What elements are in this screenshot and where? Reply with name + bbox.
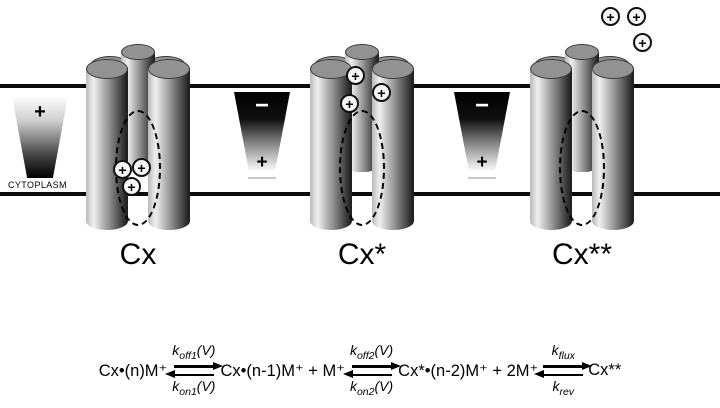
cation-icon: +	[601, 7, 620, 26]
rate-suffix: (V)	[374, 341, 394, 358]
cation-icon: +	[372, 83, 391, 102]
cation-icon: +	[627, 7, 646, 26]
rate-constant-label: kon1(V)	[172, 377, 216, 398]
reverse-arrow-icon	[534, 369, 584, 380]
scheme-term: Cx•(n)M⁺	[98, 361, 168, 380]
cation-icon: +	[346, 66, 365, 85]
forward-arrow-icon	[351, 361, 401, 371]
subunit-cap	[345, 44, 379, 60]
state-label-cx-double-star: Cx**	[551, 238, 612, 271]
reverse-arrow-icon	[164, 369, 214, 380]
voltage-gradient-left: +	[12, 96, 68, 178]
minus-sign: −	[474, 92, 489, 119]
equilibrium-arrows-2: koff2(V) kon2(V)	[342, 341, 401, 398]
pore-outline	[559, 110, 605, 226]
subunit-cap	[592, 59, 634, 79]
rate-suffix: (V)	[374, 377, 394, 394]
connexon-channel-cx	[86, 44, 190, 232]
rate-subscript: on2	[356, 385, 375, 398]
kinetic-scheme: Cx•(n)M⁺ koff1(V) kon1(V) Cx•(n-1)M⁺ + M…	[0, 333, 720, 408]
forward-arrow-icon	[173, 361, 223, 371]
subunit-cap	[86, 59, 128, 79]
minus-sign: −	[254, 92, 269, 119]
state-label-cx-star: Cx*	[337, 238, 387, 271]
rate-k: k	[349, 377, 357, 394]
rate-subscript: off2	[356, 349, 375, 362]
scheme-term: Cx**	[588, 361, 622, 379]
rate-constant-label: kflux	[551, 341, 575, 362]
subunit-cap	[565, 44, 599, 60]
pore-outline	[339, 110, 385, 226]
rate-constant-label: kon2(V)	[349, 377, 394, 398]
subunit-cap	[530, 59, 572, 79]
rate-subscript: rev	[559, 385, 575, 398]
plus-sign: +	[476, 152, 488, 173]
connexon-channel-cx-double-star	[530, 44, 634, 232]
subunit-cap	[148, 59, 190, 79]
forward-arrow-icon	[543, 361, 593, 371]
rate-subscript: off1	[179, 349, 197, 362]
plus-sign: +	[34, 101, 46, 123]
equilibrium-arrows-3: kflux krev	[534, 341, 593, 398]
plus-sign: +	[256, 152, 268, 173]
state-label-cx: Cx	[119, 238, 157, 271]
rate-suffix: (V)	[196, 377, 216, 394]
cation-icon: +	[132, 158, 151, 177]
rate-k: k	[349, 341, 357, 358]
subunit-cap	[372, 59, 414, 79]
gradient-base-line	[468, 177, 496, 179]
gradient-base-line	[248, 177, 276, 179]
cytoplasm-label: CYTOPLASM	[8, 180, 67, 190]
cation-icon: +	[340, 94, 359, 113]
subunit-cap	[121, 44, 155, 60]
scheme-term: Cx•(n-1)M⁺ + M⁺	[220, 361, 345, 380]
rate-subscript: on1	[179, 385, 197, 398]
voltage-gradient-middle: − +	[234, 92, 290, 179]
cation-icon: +	[122, 177, 141, 196]
equilibrium-arrows-1: koff1(V) kon1(V)	[164, 341, 223, 398]
rate-subscript: flux	[558, 349, 575, 362]
rate-k: k	[172, 341, 180, 358]
rate-constant-label: koff1(V)	[172, 341, 216, 362]
rate-constant-label: krev	[552, 377, 575, 398]
rate-constant-label: koff2(V)	[349, 341, 394, 362]
scheme-term: Cx*•(n-2)M⁺ + 2M⁺	[398, 361, 539, 380]
rate-k: k	[552, 377, 560, 394]
cation-icon: +	[113, 160, 132, 179]
rate-k: k	[172, 377, 180, 394]
voltage-gradient-right: − +	[454, 92, 510, 179]
reverse-arrow-icon	[342, 369, 392, 380]
rate-k: k	[551, 341, 559, 358]
rate-suffix: (V)	[196, 341, 216, 358]
cation-icon: +	[633, 33, 652, 52]
